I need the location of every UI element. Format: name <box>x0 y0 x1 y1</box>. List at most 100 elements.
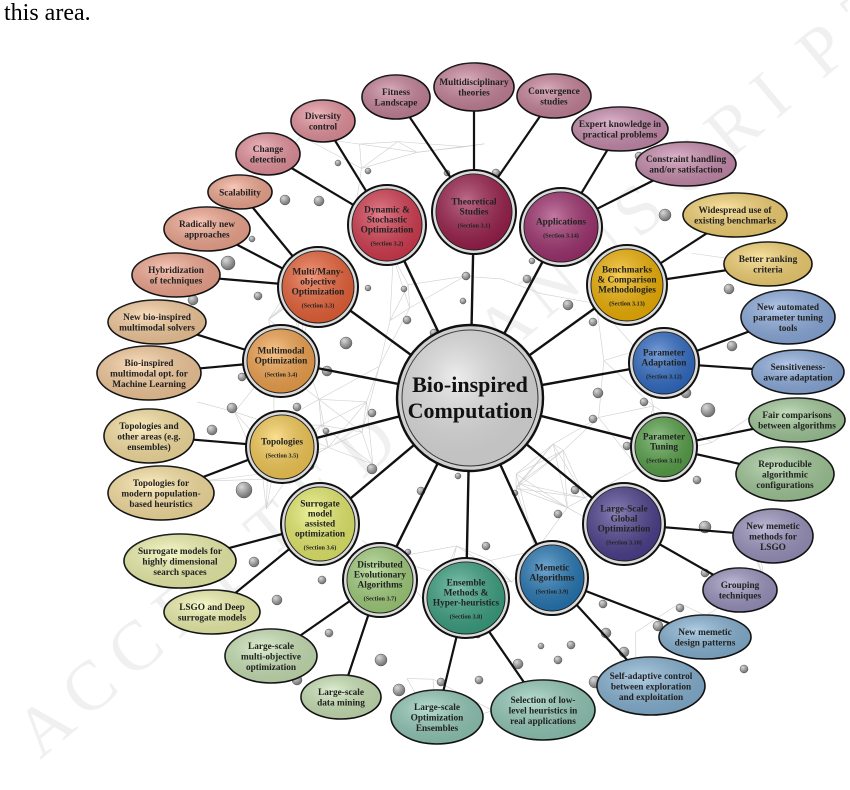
leaf-label: other areas (e.g. <box>117 431 180 442</box>
leaf-label: New memetic <box>678 628 731 638</box>
background-web-line <box>265 479 268 510</box>
topic-title: Adaptation <box>642 358 688 368</box>
background-web-line <box>389 257 394 321</box>
leaf-label: Multidisciplinary <box>439 78 509 88</box>
topic-node-distributed: DistributedEvolutionaryAlgorithms(Sectio… <box>342 542 418 618</box>
decorative-dot <box>392 683 406 697</box>
topic-section: (Section 3.3) <box>302 302 335 309</box>
topic-title: Studies <box>460 207 489 217</box>
decorative-dot <box>675 603 685 613</box>
background-web-line <box>516 450 564 475</box>
decorative-dot <box>364 167 372 175</box>
topic-section: (Section 3.9) <box>536 588 569 595</box>
topic-title: Ensemble <box>447 578 486 588</box>
leaf-label: search spaces <box>153 568 207 578</box>
leaf-label: tools <box>779 324 798 334</box>
leaf-label: optimization <box>246 663 297 673</box>
background-web-line <box>518 482 585 499</box>
decorative-dot <box>726 340 738 352</box>
topic-title: Parameter <box>643 432 685 442</box>
background-web-line <box>679 603 706 616</box>
leaf-label: Widespread use of <box>698 206 772 216</box>
leaf-label: Self-adaptive control <box>610 672 693 682</box>
topic-title: assisted <box>305 519 336 529</box>
leaf-label: existing benchmarks <box>694 217 776 227</box>
topic-node-applications: Applications(Section 3.14) <box>519 187 603 267</box>
background-web-line <box>327 401 367 448</box>
background-web-line <box>318 399 322 426</box>
decorative-dot <box>454 472 462 480</box>
leaf-label: Optimization <box>411 713 465 723</box>
leaf-label: Better ranking <box>739 255 798 265</box>
topic-title: Optimization <box>255 356 309 366</box>
decorative-dot <box>279 194 291 206</box>
topic-section: (Section 3.10) <box>606 539 642 546</box>
background-web-line <box>389 307 410 321</box>
background-web-line <box>515 473 568 508</box>
leaf-label: New automated <box>757 303 820 313</box>
topic-title: Global <box>611 514 638 524</box>
decorative-dot <box>400 285 408 293</box>
topic-section: (Section 3.4) <box>265 371 298 378</box>
background-web-line <box>397 141 418 153</box>
topic-node-surrogate: Surrogatemodelassistedoptimization(Secti… <box>280 482 360 566</box>
decorative-dot <box>639 397 649 407</box>
decorative-dot <box>364 284 372 292</box>
background-web-line <box>518 483 537 551</box>
topic-title: Parameter <box>643 348 685 358</box>
leaf-label: data mining <box>317 699 365 709</box>
decorative-dot <box>374 653 388 667</box>
topic-title: Algorithms <box>530 573 575 583</box>
decorative-dot <box>723 283 735 295</box>
topic-title: Methods & <box>444 588 489 598</box>
center-label: Computation <box>408 398 533 423</box>
leaf-label: level heuristics in <box>509 706 579 716</box>
topic-title: optimization <box>295 529 346 539</box>
decorative-dot <box>570 485 580 495</box>
decorative-dot <box>226 402 238 414</box>
topic-title: Topologies <box>261 437 303 447</box>
decorative-dot <box>700 402 716 418</box>
topic-title: Distributed <box>357 560 403 570</box>
decorative-dot <box>481 541 491 551</box>
leaf-label: multi-objective <box>241 652 301 662</box>
decorative-dot <box>553 509 563 519</box>
background-web-line <box>379 320 391 367</box>
leaf-label: approaches <box>184 231 230 241</box>
leaf-label: Surrogate models for <box>138 547 222 557</box>
topic-section: (Section 3.12) <box>646 373 682 380</box>
background-web-line <box>584 467 639 499</box>
background-web-line <box>552 443 564 451</box>
topic-section: (Section 3.1) <box>458 222 491 229</box>
background-web-line <box>359 144 362 169</box>
topic-section: (Section 3.5) <box>266 452 299 459</box>
decorative-dot <box>366 463 378 475</box>
topic-title: Benchmarks <box>602 265 652 275</box>
leaf-label: Landscape <box>375 99 418 109</box>
background-web-line <box>328 431 363 448</box>
decorative-dot <box>367 408 377 418</box>
leaf-label: Grouping <box>721 581 760 591</box>
topic-title: Applications <box>536 217 586 227</box>
background-web-line <box>366 401 374 465</box>
topic-section: (Section 3.13) <box>609 300 645 307</box>
topic-title: Dynamic & <box>364 205 410 215</box>
background-web-line <box>518 482 568 508</box>
topic-title: Multimodal <box>257 346 304 356</box>
topic-title: Optimization <box>292 287 346 297</box>
